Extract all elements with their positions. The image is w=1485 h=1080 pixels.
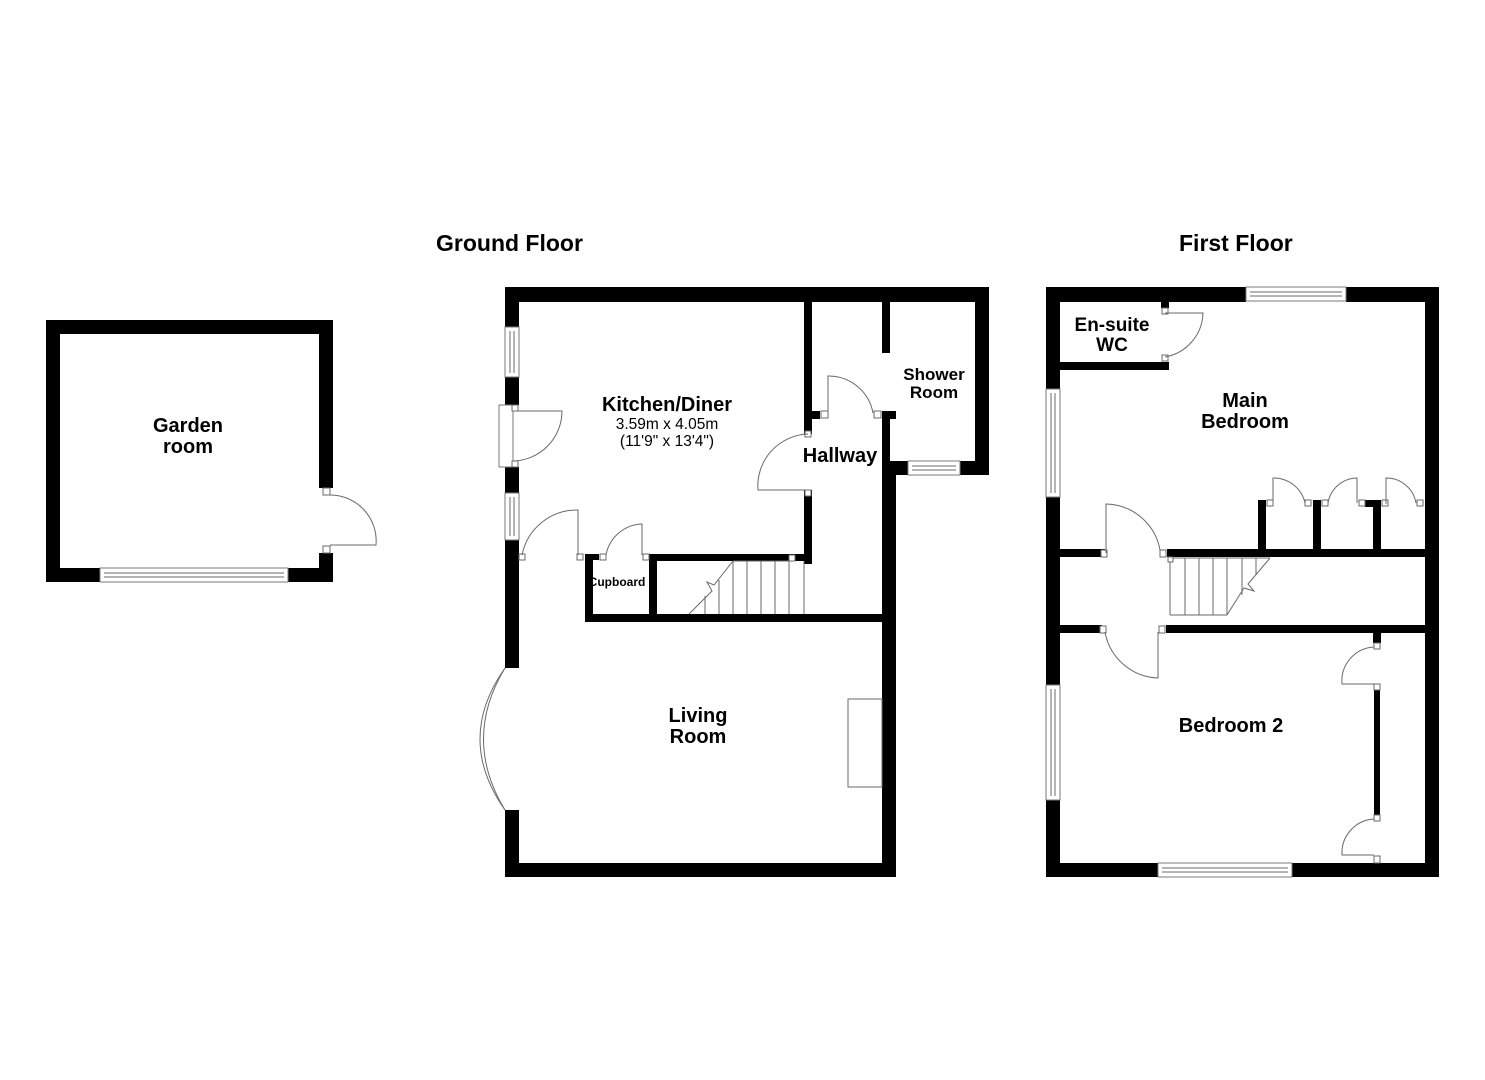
window-icon bbox=[1045, 388, 1061, 498]
door-icon bbox=[518, 509, 584, 561]
room-name-line2: Bedroom bbox=[1201, 411, 1289, 433]
staircase-icon bbox=[1167, 556, 1271, 616]
door-icon bbox=[498, 404, 563, 468]
room-name-line1: Cupboard bbox=[588, 575, 646, 589]
window-icon bbox=[504, 326, 520, 378]
first-floor-plan bbox=[1045, 286, 1439, 878]
wardrobe-door-icon bbox=[1321, 477, 1366, 507]
door-icon bbox=[1099, 625, 1166, 679]
room-name-line2: room bbox=[163, 436, 213, 458]
bay-window-icon bbox=[479, 667, 506, 811]
door-icon bbox=[1161, 307, 1204, 362]
garden-room-plan bbox=[46, 320, 377, 583]
room-name-line1: Kitchen/Diner bbox=[601, 394, 733, 416]
door-icon bbox=[599, 523, 650, 561]
room-name-line2: Room bbox=[909, 382, 959, 402]
door-icon bbox=[1100, 503, 1167, 558]
fireplace-icon bbox=[847, 698, 883, 788]
room-name-line1: Hallway bbox=[802, 445, 878, 467]
ground-floor-title: Ground Floor bbox=[436, 230, 583, 256]
staircase-icon bbox=[688, 554, 805, 615]
room-label-cupboard: Cupboard bbox=[586, 576, 648, 589]
room-name-line1: Living bbox=[668, 705, 728, 727]
window-icon bbox=[1245, 286, 1347, 302]
wardrobe-door-icon bbox=[1266, 477, 1312, 507]
door-icon bbox=[820, 375, 882, 419]
room-dimensions-metric: 3.59m x 4.05m bbox=[615, 416, 719, 433]
room-label-main-bedroom: Main Bedroom bbox=[1185, 391, 1305, 433]
room-name-line1: Garden bbox=[152, 415, 224, 437]
door-icon bbox=[757, 430, 812, 497]
room-name-line2: Room bbox=[669, 726, 727, 748]
room-label-shower-room: Shower Room bbox=[893, 366, 975, 402]
room-label-living-room: Living Room bbox=[648, 706, 748, 748]
room-name-line1: Bedroom 2 bbox=[1178, 715, 1284, 737]
room-label-hallway: Hallway bbox=[795, 446, 885, 467]
cupboard-door-icon bbox=[1341, 642, 1381, 691]
window-icon bbox=[99, 567, 289, 583]
room-name-line1: En-suite bbox=[1074, 315, 1150, 336]
room-name-line1: Main bbox=[1222, 390, 1268, 412]
room-dimensions-imperial: (11'9" x 13'4") bbox=[619, 433, 715, 451]
ground-floor-plan bbox=[479, 287, 989, 877]
window-icon bbox=[504, 492, 520, 541]
room-label-bedroom-2: Bedroom 2 bbox=[1166, 716, 1296, 737]
window-icon bbox=[907, 460, 961, 476]
room-name-line1: Shower bbox=[903, 365, 965, 384]
first-floor-title: First Floor bbox=[1179, 230, 1293, 256]
room-label-en-suite-wc: En-suite WC bbox=[1060, 316, 1164, 356]
window-icon bbox=[1045, 684, 1061, 801]
room-name-line2: WC bbox=[1096, 334, 1128, 356]
cupboard-door-icon bbox=[1341, 814, 1381, 864]
room-label-garden-room: Garden room bbox=[138, 416, 238, 458]
door-icon bbox=[322, 487, 377, 554]
room-label-kitchen-diner: Kitchen/Diner 3.59m x 4.05m (11'9" x 13'… bbox=[577, 394, 757, 451]
wardrobe-door-icon bbox=[1381, 477, 1424, 507]
window-icon bbox=[1157, 862, 1293, 878]
